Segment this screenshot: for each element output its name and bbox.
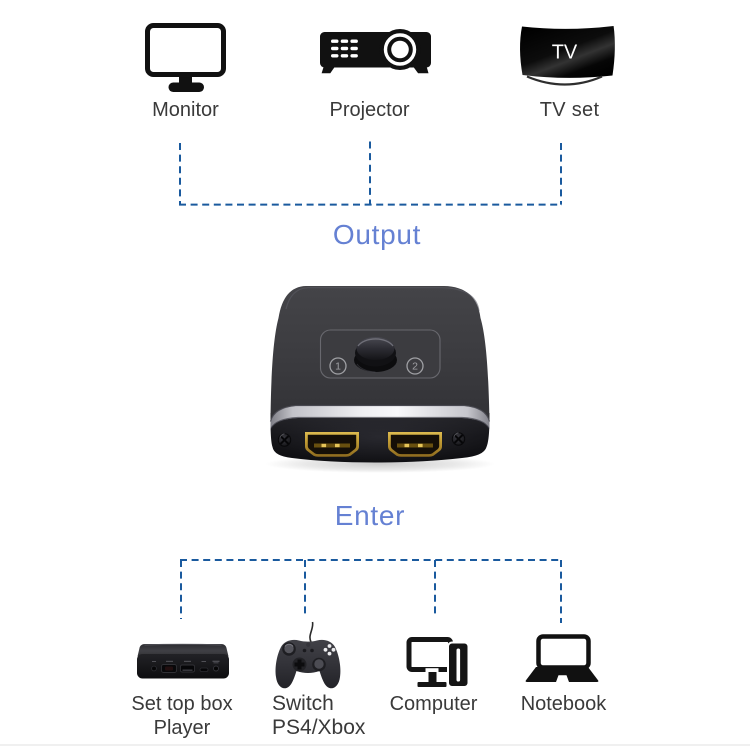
- port-2-badge: 2: [406, 357, 424, 375]
- tv-icon: TV: [520, 26, 615, 86]
- game-controller-icon: [275, 621, 341, 689]
- output-label: Output: [332, 219, 422, 250]
- hdmi-port-2: [388, 432, 442, 457]
- player-label: Player: [153, 717, 211, 739]
- screw-left: [277, 433, 292, 447]
- notebook-icon: [525, 634, 599, 682]
- computer-label: Computer: [389, 693, 478, 715]
- hdmi-switch-device: 1 2: [265, 286, 495, 473]
- monitor-icon: [145, 23, 226, 92]
- hdmi-port-1: [305, 432, 359, 457]
- set-top-box-label: Set top box: [131, 693, 233, 715]
- controller-cable: [309, 621, 314, 643]
- notebook-label: Notebook: [520, 693, 607, 715]
- bottom-edge-strip: [0, 744, 750, 746]
- enter-bracket: [180, 559, 562, 623]
- selector-knob: [354, 337, 397, 373]
- projector-label: Projector: [329, 98, 410, 121]
- ps4-xbox-label: PS4/Xbox: [272, 716, 366, 739]
- port-1-badge: 1: [329, 357, 347, 375]
- switch-label: Switch: [272, 692, 334, 715]
- output-bracket: [179, 141, 562, 206]
- computer-icon: [406, 637, 470, 688]
- tv-set-label: TV set: [539, 98, 600, 121]
- projector-icon: [320, 29, 431, 74]
- enter-label: Enter: [334, 500, 406, 531]
- port-1-number: 1: [335, 361, 341, 373]
- screw-right: [451, 432, 466, 446]
- port-2-number: 2: [412, 361, 418, 373]
- set-top-box-icon: [137, 643, 229, 679]
- monitor-label: Monitor: [152, 98, 219, 121]
- tv-screen-text: TV: [552, 42, 578, 64]
